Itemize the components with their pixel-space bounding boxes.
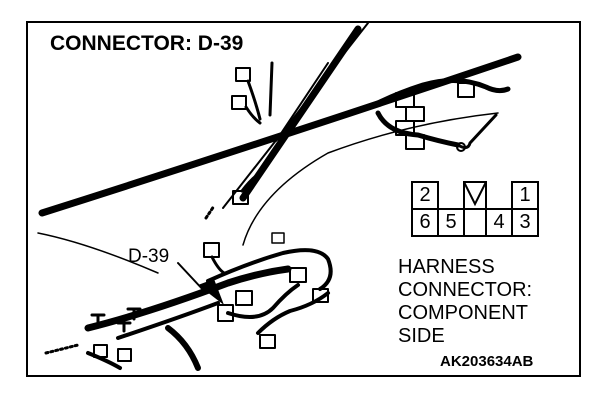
- callout-arrow-head: [198, 279, 224, 305]
- connector-small: [289, 267, 307, 283]
- pillar-hatching: [204, 204, 216, 220]
- callout-label: D-39: [128, 246, 170, 267]
- wire: [210, 255, 226, 275]
- pin-label: 2: [419, 184, 431, 206]
- harness-drawing: [37, 23, 539, 371]
- wire: [165, 325, 201, 371]
- connector-small: [235, 290, 253, 306]
- connector-block: [405, 134, 425, 150]
- wire-bundle: [226, 283, 300, 319]
- figure-code: AK203634AB: [440, 353, 534, 370]
- connector-small: [235, 67, 251, 82]
- pin-table-grid: [411, 181, 539, 237]
- wire: [244, 61, 274, 125]
- wire: [456, 113, 498, 150]
- connector-small: [271, 232, 285, 244]
- caption-line: HARNESS: [398, 256, 495, 278]
- panel-curve-right: [242, 112, 499, 246]
- pillar-edge-inner: [275, 62, 329, 142]
- caption-line: CONNECTOR:: [398, 279, 533, 301]
- wire-bundle: [84, 265, 292, 332]
- connector-small: [203, 242, 220, 258]
- grommet: [456, 142, 466, 152]
- panel-curve-left: [37, 232, 159, 274]
- connector-small: [231, 95, 247, 110]
- pin-table: 2 1 6 5 4 3: [412, 182, 538, 236]
- callout-leader: [177, 262, 207, 294]
- connector-small: [93, 344, 108, 358]
- wire-bundle: [206, 248, 333, 291]
- connector-small: [217, 304, 234, 322]
- wire: [240, 171, 262, 193]
- wire: [86, 351, 122, 370]
- caption-line: SIDE: [398, 325, 445, 347]
- pin-label: 3: [519, 211, 531, 233]
- harness-caption: HARNESS CONNECTOR: COMPONENT SIDE: [398, 256, 532, 348]
- wire-bundle: [116, 301, 220, 340]
- pin-label: 4: [493, 211, 505, 233]
- wire-bundle: [256, 291, 330, 335]
- connector-small: [312, 288, 329, 303]
- connector-block: [405, 106, 425, 122]
- connector-small: [259, 334, 276, 349]
- connector-small: [457, 82, 475, 98]
- pin-label: 6: [419, 211, 431, 233]
- pillar-edge-thick: [239, 25, 362, 202]
- wire-bundle: [375, 110, 461, 148]
- clip: [90, 307, 142, 333]
- diagram-frame: CONNECTOR: D-39 D-39 2 1 6 5 4 3 HARNESS…: [26, 21, 581, 377]
- pin-label: 1: [519, 184, 531, 206]
- pin-label: 5: [445, 211, 457, 233]
- wire: [44, 343, 80, 355]
- connector-title: CONNECTOR: D-39: [50, 32, 244, 55]
- connector-small: [117, 348, 132, 362]
- caption-line: COMPONENT: [398, 302, 528, 324]
